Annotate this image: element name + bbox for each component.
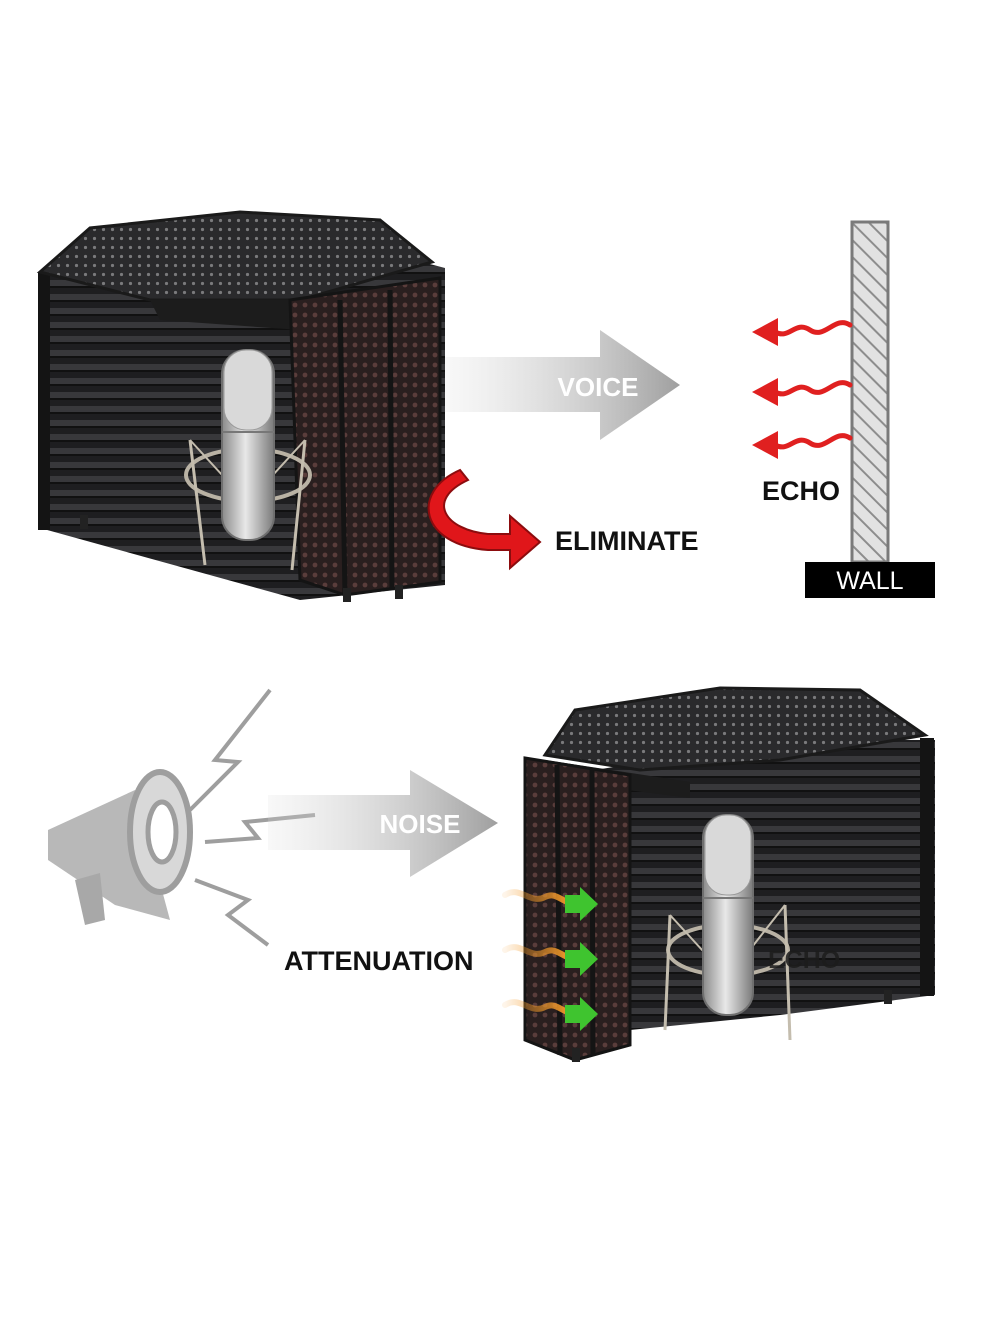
attenuation-label: ATTENUATION [284,946,473,976]
echo-wave-arrows [772,320,853,450]
noise-label: NOISE [380,809,461,839]
megaphone-icon [48,769,193,925]
hatched-wall-icon [850,220,890,564]
condenser-microphone-icon [184,349,312,571]
echo-label-top: ECHO [762,476,840,506]
wall-label-box [805,562,935,598]
echo-arrowheads [752,318,778,459]
eliminate-label: ELIMINATE [555,526,699,556]
voice-label: VOICE [558,372,639,402]
noise-arrow [268,770,498,877]
reflection-shield-bottom [523,686,935,1062]
eliminate-curve-arrow [427,468,542,571]
attenuation-green-arrows [565,887,598,1031]
attenuation-wave-arrows [502,889,573,1016]
wall-label: WALL [836,567,903,595]
voice-arrow [445,330,680,440]
echo-label-bottom: ECHO [768,946,840,974]
condenser-microphone-icon [663,814,792,1041]
